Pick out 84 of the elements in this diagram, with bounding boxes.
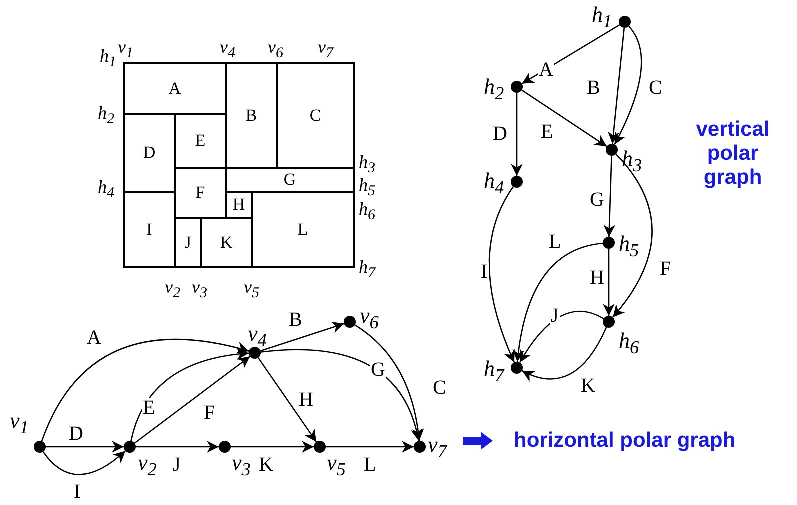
module-label: L bbox=[298, 220, 308, 240]
vertex-dot bbox=[619, 16, 631, 28]
module-label: H bbox=[232, 195, 246, 215]
arrow bbox=[522, 327, 608, 382]
coordinate-label: v$_{2}$ bbox=[165, 278, 180, 302]
module-label: I bbox=[146, 220, 152, 240]
vertex-label: v$_{1}$ bbox=[10, 410, 29, 437]
module-label: J bbox=[184, 232, 192, 252]
arrow bbox=[488, 186, 516, 363]
vertex-label: v$_{3}$ bbox=[232, 452, 251, 479]
vertex-dot bbox=[414, 441, 426, 453]
vertex-dot bbox=[219, 441, 231, 453]
vertex-dot bbox=[124, 441, 136, 453]
module-label: A bbox=[168, 78, 182, 98]
edge-label: G bbox=[370, 360, 386, 380]
coordinate-label: h$_{7}$ bbox=[359, 258, 376, 282]
vertex-dot bbox=[34, 441, 46, 453]
coordinate-label: h$_{6}$ bbox=[359, 200, 376, 224]
arrow bbox=[326, 441, 414, 453]
vertex-label: h$_{1}$ bbox=[592, 4, 612, 31]
vertex-label: h$_{7}$ bbox=[484, 358, 504, 385]
coordinate-label: h$_{5}$ bbox=[359, 176, 376, 200]
arrow bbox=[608, 28, 626, 144]
module-label: F bbox=[196, 183, 206, 203]
vertex-label: v$_{4}$ bbox=[248, 323, 267, 350]
coordinate-label: v$_{5}$ bbox=[244, 278, 260, 302]
coordinate-label: v$_{6}$ bbox=[268, 38, 284, 62]
vertex-dot bbox=[511, 176, 523, 188]
vertex-dot bbox=[606, 144, 618, 156]
arrow bbox=[42, 450, 126, 476]
arrow bbox=[603, 249, 615, 316]
arrow bbox=[41, 339, 250, 442]
arrow bbox=[354, 324, 424, 442]
edge-label: J bbox=[550, 306, 560, 326]
coordinate-label: v$_{7}$ bbox=[318, 38, 334, 62]
coordinate-label: v$_{1}$ bbox=[118, 38, 134, 62]
vertex-label: h$_{6}$ bbox=[619, 330, 640, 357]
vertex-label: h$_{3}$ bbox=[622, 148, 642, 175]
vertex-dot bbox=[314, 441, 326, 453]
vertex-label: h$_{5}$ bbox=[619, 233, 640, 260]
coordinate-label: h$_{1}$ bbox=[100, 47, 116, 71]
arrow bbox=[612, 154, 653, 318]
vertex-dot bbox=[249, 347, 261, 359]
arrow bbox=[260, 322, 344, 352]
vertex-label: v$_{5}$ bbox=[327, 452, 346, 479]
coordinate-label: h$_{2}$ bbox=[98, 104, 114, 128]
vertex-dot bbox=[511, 362, 523, 374]
arrow bbox=[614, 26, 642, 145]
module-label: E bbox=[195, 131, 206, 151]
module-block bbox=[251, 191, 355, 268]
vertex-dot bbox=[344, 316, 356, 328]
vertex-label: h$_{2}$ bbox=[484, 76, 504, 103]
vertex-dot bbox=[603, 316, 615, 328]
module-label: G bbox=[284, 170, 296, 190]
coordinate-label: h$_{3}$ bbox=[359, 153, 376, 177]
module-block bbox=[123, 62, 227, 115]
arrow bbox=[258, 358, 318, 442]
module-label: D bbox=[143, 143, 156, 163]
module-label: C bbox=[310, 106, 322, 126]
module-label: K bbox=[220, 232, 233, 252]
module-block bbox=[123, 191, 176, 268]
arrow bbox=[513, 242, 604, 362]
arrow bbox=[260, 349, 422, 442]
module-label: B bbox=[246, 106, 258, 126]
arrow bbox=[522, 90, 608, 148]
vertex-label: v$_{2}$ bbox=[138, 452, 157, 479]
arrow bbox=[519, 310, 604, 364]
vertex-dot bbox=[511, 81, 523, 93]
arrow bbox=[231, 441, 314, 453]
coordinate-label: v$_{4}$ bbox=[220, 38, 236, 62]
coordinate-label: h$_{4}$ bbox=[98, 178, 114, 202]
arrow bbox=[604, 156, 616, 238]
arrow bbox=[136, 441, 219, 453]
vertex-dot bbox=[603, 237, 615, 249]
graph-caption: horizontal polar graph bbox=[514, 429, 737, 454]
arrow bbox=[511, 93, 523, 176]
vertex-label: v$_{7}$ bbox=[428, 434, 447, 461]
coordinate-label: v$_{3}$ bbox=[192, 278, 208, 302]
graph-caption: vertical polar graph bbox=[695, 118, 771, 190]
vertex-label: h$_{4}$ bbox=[484, 170, 504, 197]
vertex-label: v$_{6}$ bbox=[360, 305, 379, 332]
module-block bbox=[276, 62, 355, 169]
arrow bbox=[522, 24, 620, 84]
arrow bbox=[46, 441, 124, 453]
